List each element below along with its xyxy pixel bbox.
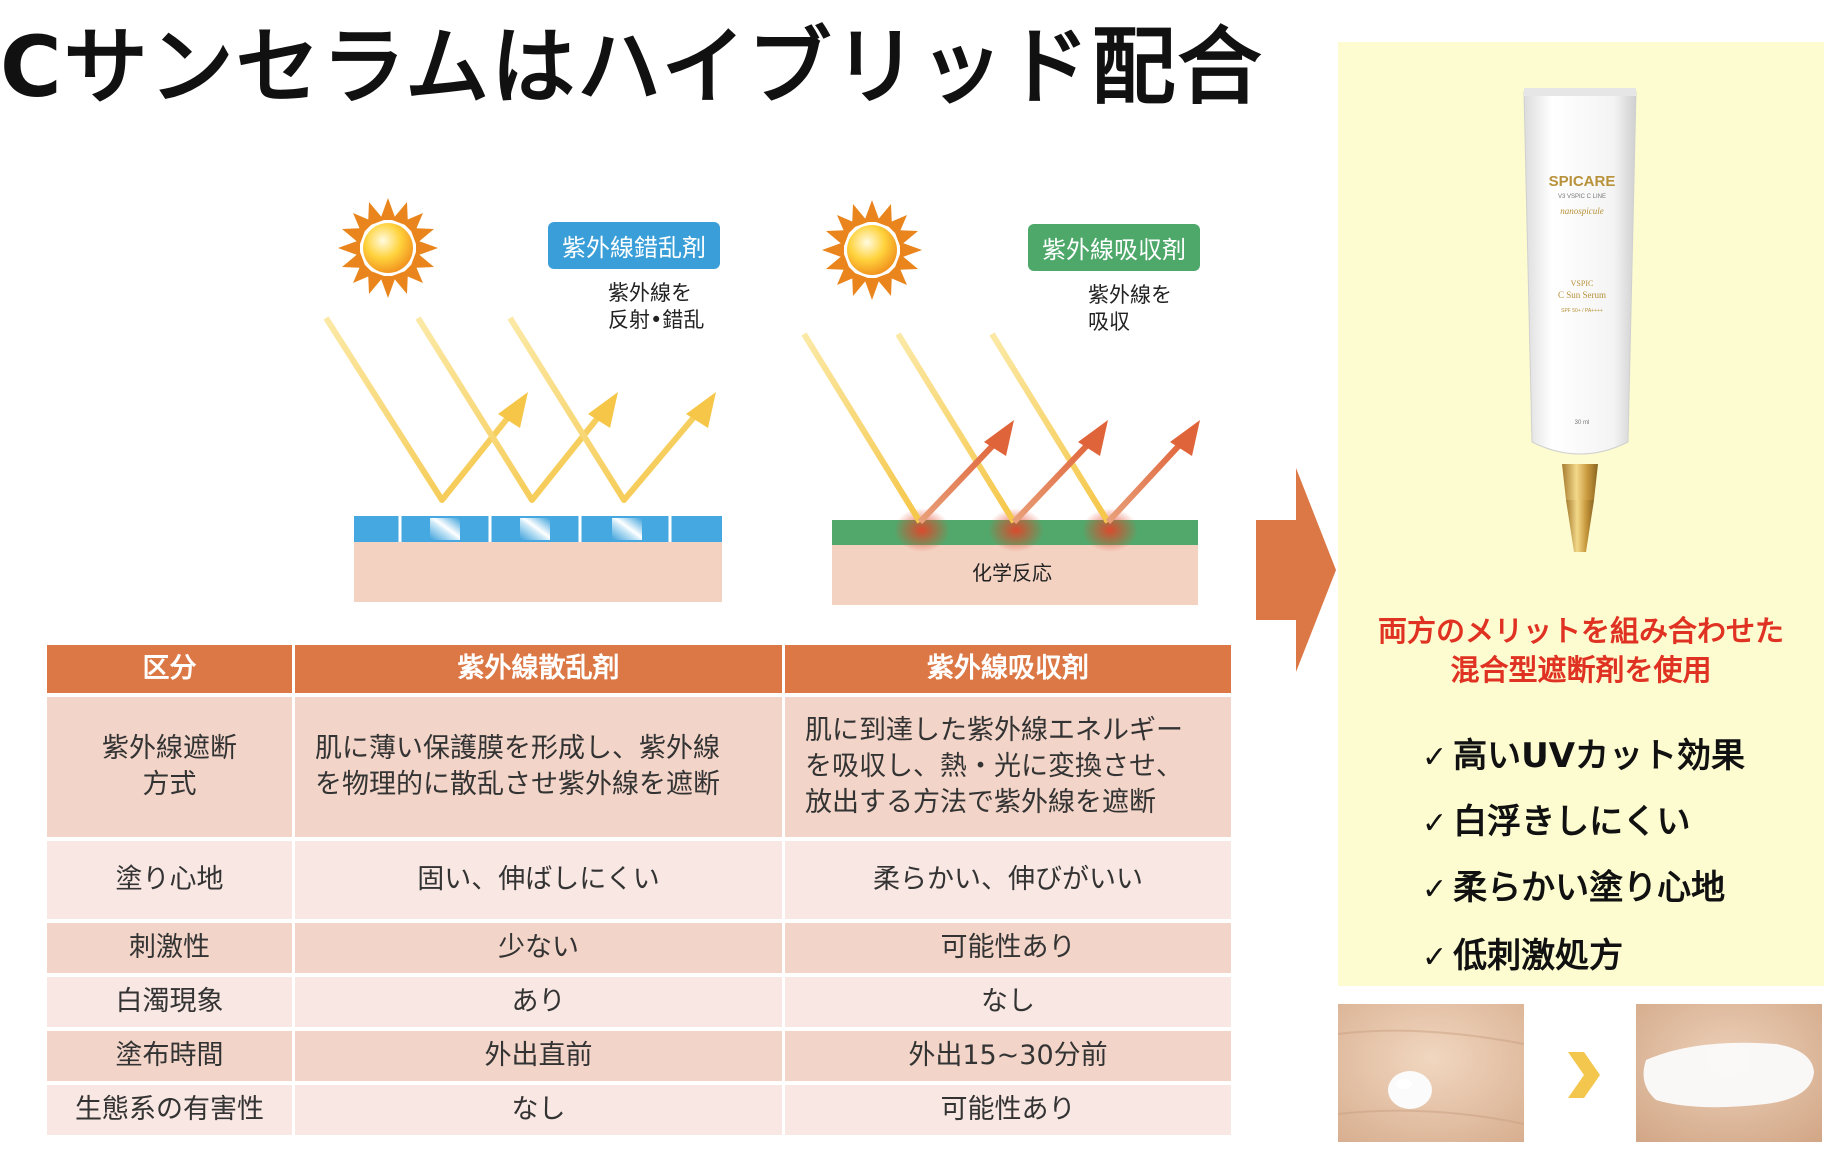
table-header-row: 区分 紫外線散乱剤 紫外線吸収剤 [47,645,1231,693]
table-row: 塗布時間 外出直前 外出15~30分前 [47,1031,1231,1081]
header-category: 区分 [47,645,295,693]
reaction-glows [894,508,1138,552]
skin-layer [832,545,1198,605]
product-logo: nanospicule [1560,206,1604,216]
header-absorb: 紫外線吸収剤 [785,645,1231,693]
row-value-scatter: 固い、伸ばしにくい [295,841,785,919]
panel-headline: 両方のメリットを組み合わせた 混合型遮断剤を使用 [1377,614,1784,687]
reflected-rays [323,316,703,503]
scatter-badge: 紫外線錯乱剤 [548,222,720,269]
row-value-absorb: 可能性あり [785,1085,1231,1135]
table-row: 紫外線遮断 方式 肌に薄い保護膜を形成し、紫外線 を物理的に散乱させ紫外線を遮断… [47,697,1231,837]
product-tube-image: SPICARE V3 VSPIC C LINE nanospicule VSPI… [1523,88,1637,552]
sun-icon [338,198,438,298]
table-row: 塗り心地 固い、伸ばしにくい 柔らかい、伸びがいい [47,841,1231,919]
absorbed-rays [917,435,1189,525]
row-label: 生態系の有害性 [47,1085,295,1135]
feature-item: ✓高いUVカット効果 [1422,736,1746,776]
product-spf: SPF 50+ / PA++++ [1561,308,1603,314]
absorb-badge: 紫外線吸収剤 [1028,224,1200,271]
check-icon: ✓ [1422,740,1448,775]
row-value-absorb: 外出15~30分前 [785,1031,1231,1081]
sun-icon [822,200,922,300]
row-value-scatter: あり [295,977,785,1027]
comparison-table: 区分 紫外線散乱剤 紫外線吸収剤 紫外線遮断 方式 肌に薄い保護膜を形成し、紫外… [47,645,1231,1139]
absorb-caption: 紫外線を 吸収 [1088,283,1172,334]
page-title: Cサンセラムはハイブリッド配合 [0,18,1264,116]
feature-item: ✓白浮きしにくい [1422,802,1691,842]
feature-item: ✓柔らかい塗り心地 [1422,868,1726,908]
row-value-scatter: 肌に薄い保護膜を形成し、紫外線 を物理的に散乱させ紫外線を遮断 [295,697,785,837]
row-label: 塗布時間 [47,1031,295,1081]
check-icon: ✓ [1422,872,1448,907]
feature-item: ✓低刺激処方 [1422,936,1624,976]
incoming-rays [801,332,1111,524]
after-application-photo [1636,1004,1822,1142]
header-scatter: 紫外線散乱剤 [295,645,785,693]
product-name-1: VSPIC [1571,279,1594,288]
row-value-absorb: 柔らかい、伸びがいい [785,841,1231,919]
row-label: 刺激性 [47,923,295,973]
check-icon: ✓ [1422,940,1448,975]
row-value-absorb: 肌に到達した紫外線エネルギー を吸収し、熱・光に変換させ、 放出する方法で紫外線… [785,697,1231,837]
chemical-reaction-label: 化学反応 [972,561,1052,585]
product-name-2: C Sun Serum [1558,290,1606,300]
row-value-scatter: 少ない [295,923,785,973]
skin-layer [354,540,722,602]
product-brand: SPICARE [1549,173,1616,190]
arrow-right-icon [1256,468,1336,672]
table-row: 刺激性 少ない 可能性あり [47,923,1231,973]
chevron-right-icon [1568,1052,1600,1098]
row-label: 紫外線遮断 方式 [47,697,295,837]
row-label: 白濁現象 [47,977,295,1027]
row-value-absorb: なし [785,977,1231,1027]
before-application-photo [1338,1004,1524,1142]
table-row: 白濁現象 あり なし [47,977,1231,1027]
table-row: 生態系の有害性 なし 可能性あり [47,1085,1231,1135]
row-value-absorb: 可能性あり [785,923,1231,973]
check-icon: ✓ [1422,806,1448,841]
product-subbrand: V3 VSPIC C LINE [1558,194,1606,200]
row-value-scatter: 外出直前 [295,1031,785,1081]
product-volume: 30 ml [1575,420,1590,426]
row-value-scatter: なし [295,1085,785,1135]
scatter-caption: 紫外線を 反射•錯乱 [608,281,705,332]
scatter-particles [430,518,642,540]
row-label: 塗り心地 [47,841,295,919]
